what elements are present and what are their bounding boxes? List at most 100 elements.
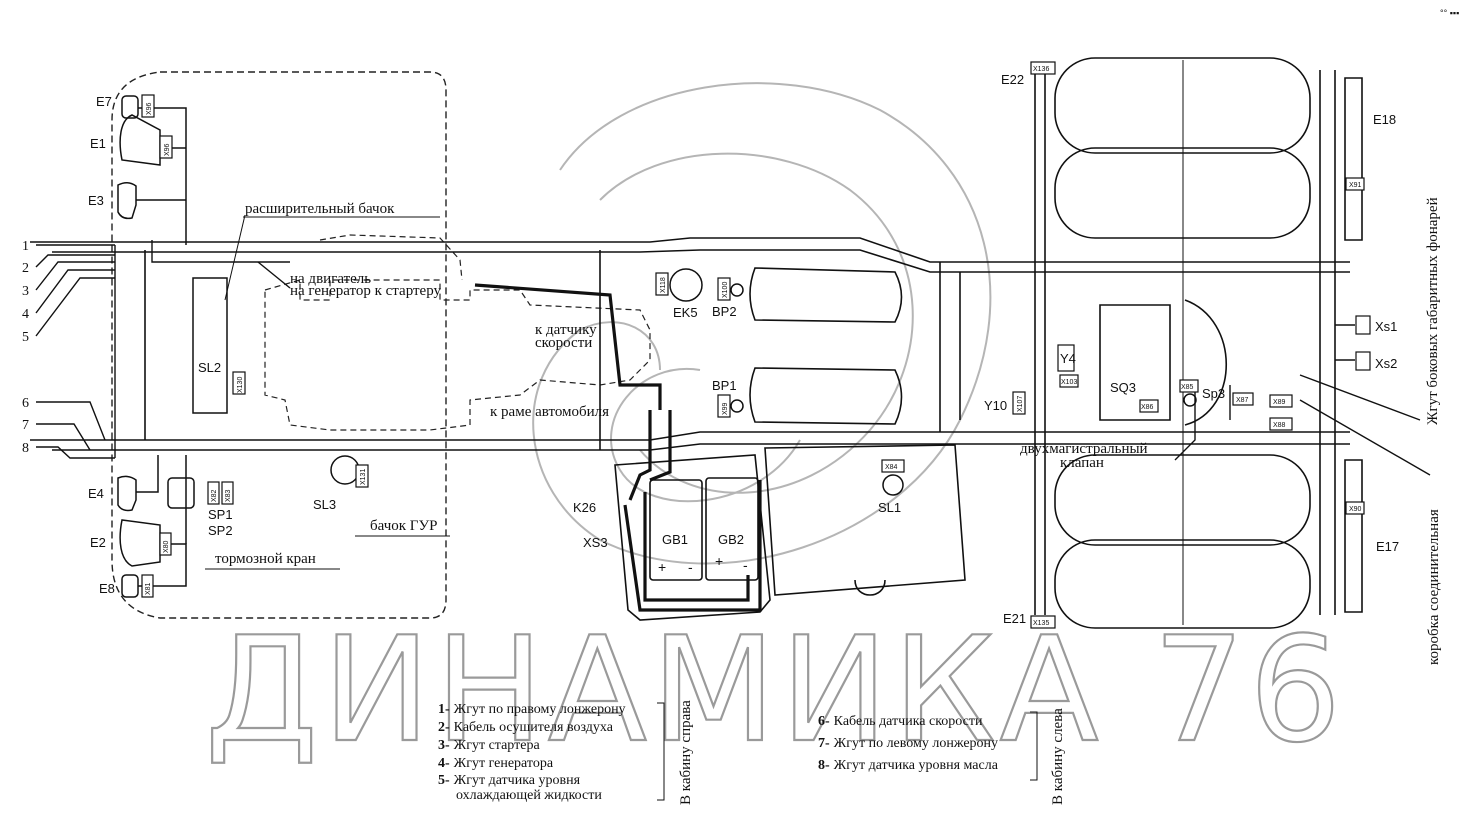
label-gb1: GB1 xyxy=(662,532,688,547)
label-speed-sensor-line1: к датчику xyxy=(535,322,597,338)
label-gb2: GB2 xyxy=(718,532,744,547)
label-to-cab-left: В кабину слева xyxy=(1050,708,1066,805)
legend-item-2: 2-Кабель осушителя воздуха xyxy=(438,720,614,735)
gb1-minus: - xyxy=(688,559,693,575)
connector-x85: X85 xyxy=(1181,384,1194,391)
label-to-cab-right: В кабину справа xyxy=(678,700,694,805)
label-e18: E18 xyxy=(1373,112,1396,127)
label-to-frame: к раме автомобиля xyxy=(490,404,609,420)
headlamp-group-bottom xyxy=(117,455,187,598)
label-ek5: EK5 xyxy=(673,305,698,320)
harness-number-7: 7 xyxy=(22,418,29,433)
legend-item-7: 7-Жгут по левому лонжерону xyxy=(818,736,998,751)
label-to-generator: на генератор к стартеру xyxy=(290,283,442,299)
descriptive-labels: расширительный бачок на двигатель на ген… xyxy=(205,197,1442,665)
label-e17: E17 xyxy=(1376,539,1399,554)
battery-cable xyxy=(474,283,762,612)
headlamp-group-top xyxy=(117,95,187,245)
label-e8: E8 xyxy=(99,581,115,596)
label-sq3: SQ3 xyxy=(1110,380,1136,395)
label-k26: K26 xyxy=(573,500,596,515)
connector-x86: X86 xyxy=(1141,404,1154,411)
label-sl3: SL3 xyxy=(313,497,336,512)
label-y10: Y10 xyxy=(984,398,1007,413)
legend-right: 1-Жгут по правому лонжерону 2-Кабель осу… xyxy=(438,700,694,805)
watermark-text: ДИНАМИКА 76 xyxy=(205,606,1345,775)
harness-number-8: 8 xyxy=(22,441,29,456)
gb1-plus: + xyxy=(658,559,666,575)
connector-x99: X99 xyxy=(722,402,729,415)
connector-x80: X80 xyxy=(163,540,170,553)
label-e2: E2 xyxy=(90,535,106,550)
expansion-tank xyxy=(192,277,228,414)
connector-labels: X96 X96 X130 X82 X83 X80 X81 X131 X118 X… xyxy=(145,66,1362,627)
label-xs2: Xs2 xyxy=(1375,356,1397,371)
harness-number-5: 5 xyxy=(22,330,29,345)
label-dual-valve-line1: двухмагистральный xyxy=(1020,441,1148,457)
label-side-lamps-harness: Жгут боковых габаритных фонарей xyxy=(1425,197,1441,425)
harness-number-6: 6 xyxy=(22,396,29,411)
legend-left: 6-Кабель датчика скорости 7-Жгут по лево… xyxy=(818,708,1066,805)
legend-item-5-cont: охлаждающей жидкости xyxy=(456,788,602,803)
connector-x88: X88 xyxy=(1273,422,1286,429)
component-labels: E7 E1 E3 E4 E2 E8 SL2 SP1 SP2 SL3 EK5 BP… xyxy=(88,72,1399,626)
label-e21: E21 xyxy=(1003,611,1026,626)
harness-number-2: 2 xyxy=(22,261,29,276)
legend-item-1: 1-Жгут по правому лонжерону xyxy=(438,702,626,717)
swirl-logo xyxy=(532,82,992,565)
label-e1: E1 xyxy=(90,136,106,151)
label-bp2: BP2 xyxy=(712,304,737,319)
battery-box xyxy=(614,444,966,621)
rear-axle xyxy=(1034,57,1363,629)
connector-x87: X87 xyxy=(1236,397,1249,404)
harness-number-4: 4 xyxy=(22,307,29,322)
connector-x136: X136 xyxy=(1033,66,1049,73)
label-y4: Y4 xyxy=(1060,351,1076,366)
harness-number-1: 1 xyxy=(22,239,29,254)
connector-x96-mid: X96 xyxy=(164,143,171,156)
legend-item-8: 8-Жгут датчика уровня масла xyxy=(818,758,999,773)
label-bp1: BP1 xyxy=(712,378,737,393)
connector-x118: X118 xyxy=(660,277,667,293)
gb2-minus: - xyxy=(743,557,748,573)
connector-x84: X84 xyxy=(885,464,898,471)
connector-x107: X107 xyxy=(1017,396,1024,412)
label-sp3: Sp3 xyxy=(1202,386,1225,401)
label-sl2: SL2 xyxy=(198,360,221,375)
label-speed-sensor-line2: скорости xyxy=(535,335,592,351)
connector-x131: X131 xyxy=(360,469,367,485)
connector-x82: X82 xyxy=(211,489,218,502)
label-gur-tank: бачок ГУР xyxy=(370,518,437,534)
connector-boxes xyxy=(141,61,1371,629)
label-sp2: SP2 xyxy=(208,523,233,538)
legend-item-4: 4-Жгут генератора xyxy=(438,756,554,771)
label-e22: E22 xyxy=(1001,72,1024,87)
label-sl1: SL1 xyxy=(878,500,901,515)
connector-x81: X81 xyxy=(145,582,152,595)
label-xs3: XS3 xyxy=(583,535,608,550)
connector-x96-top: X96 xyxy=(146,102,153,115)
harness-number-3: 3 xyxy=(22,284,29,299)
frame-rails xyxy=(30,70,1350,615)
connector-x90: X90 xyxy=(1349,506,1362,513)
legend-item-3: 3-Жгут стартера xyxy=(438,738,540,753)
connector-x130: X130 xyxy=(237,377,244,393)
harness-numbers: 1 2 3 4 5 6 7 8 xyxy=(22,239,29,456)
label-expansion-tank: расширительный бачок xyxy=(245,201,395,217)
label-xs1: Xs1 xyxy=(1375,319,1397,334)
label-e7: E7 xyxy=(96,94,112,109)
label-dual-valve-line2: клапан xyxy=(1060,455,1104,471)
label-e4: E4 xyxy=(88,486,104,501)
label-sp1: SP1 xyxy=(208,507,233,522)
engine-outline xyxy=(264,234,651,431)
connector-x91: X91 xyxy=(1349,182,1362,189)
corner-mark: °° ▪▪▪ xyxy=(1440,8,1459,18)
label-junction-box: коробка соединительная xyxy=(1426,509,1442,665)
label-e3: E3 xyxy=(88,193,104,208)
cab-outline xyxy=(111,71,447,619)
connector-x135: X135 xyxy=(1033,620,1049,627)
connector-x103: X103 xyxy=(1061,379,1077,386)
label-brake-valve: тормозной кран xyxy=(215,551,316,567)
